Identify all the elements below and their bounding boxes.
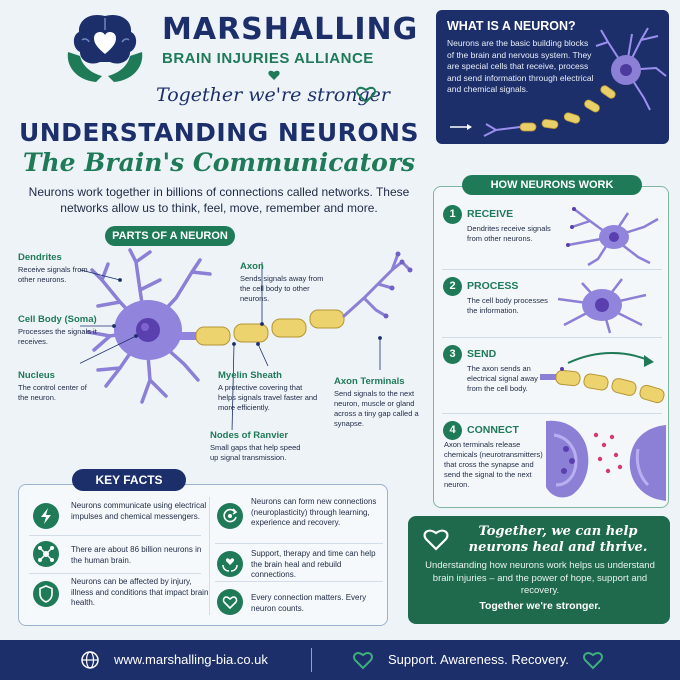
part-nodes-of-ranvier: Nodes of Ranvier Small gaps that help sp… bbox=[210, 430, 310, 463]
footer-bar: www.marshalling-bia.co.uk Support. Aware… bbox=[0, 640, 680, 680]
fact-2-text: There are about 86 billion neurons in th… bbox=[71, 545, 202, 565]
footer-divider bbox=[311, 648, 312, 672]
part-cell-body-desc: Processes the signals it receives. bbox=[18, 327, 97, 346]
neuron-illustration-icon bbox=[450, 27, 667, 137]
lightning-icon bbox=[33, 503, 59, 529]
step-1-title: RECEIVE bbox=[467, 208, 514, 220]
what-is-title: WHAT IS A NEURON? bbox=[447, 19, 576, 33]
intro-text: Neurons work together in billions of con… bbox=[28, 185, 410, 215]
fact-6-text: Every connection matters. Every neuron c… bbox=[251, 593, 367, 613]
key-facts-panel: Neurons communicate using electrical imp… bbox=[18, 484, 388, 626]
part-myelin-sheath: Myelin Sheath A protective covering that… bbox=[218, 370, 318, 413]
brand-tagline: Together we're stronger bbox=[156, 84, 391, 106]
step-2-number: 2 bbox=[443, 277, 462, 296]
part-cell-body: Cell Body (Soma) Processes the signals i… bbox=[18, 314, 98, 347]
fact-1-text: Neurons communicate using electrical imp… bbox=[71, 501, 207, 521]
step-3-desc: The axon sends an electrical signal away… bbox=[467, 364, 538, 393]
fact-5-text: Support, therapy and time can help the b… bbox=[251, 549, 376, 579]
part-nucleus-title: Nucleus bbox=[18, 370, 55, 381]
closing-card: Together, we can help neurons heal and t… bbox=[408, 516, 670, 624]
footer-heart-icon bbox=[583, 652, 603, 670]
part-terminals-title: Axon Terminals bbox=[334, 376, 405, 387]
part-nodes-title: Nodes of Ranvier bbox=[210, 430, 289, 441]
synapse-illustration-icon bbox=[546, 420, 666, 501]
part-axon-title: Axon bbox=[240, 261, 264, 272]
step-divider bbox=[442, 413, 662, 414]
shield-icon bbox=[33, 581, 59, 607]
page-subtitle: The Brain's Communicators bbox=[22, 148, 416, 177]
brain-hands-logo-icon bbox=[67, 14, 143, 82]
part-axon-desc: Sends signals away from the cell body to… bbox=[240, 274, 324, 303]
what-is-text: Neurons are the basic building blocks of… bbox=[447, 38, 594, 94]
part-nodes-desc: Small gaps that help speed up signal tra… bbox=[210, 443, 301, 462]
step-2-desc: The cell body processes the information. bbox=[467, 296, 548, 315]
heart-outline-icon bbox=[423, 529, 449, 551]
facts-section-title: KEY FACTS bbox=[72, 469, 186, 491]
globe-icon bbox=[81, 651, 99, 669]
part-nucleus: Nucleus The control center of the neuron… bbox=[18, 370, 92, 403]
step-3-title: SEND bbox=[467, 348, 497, 360]
receive-illustration-icon bbox=[566, 207, 659, 267]
fact-divider bbox=[29, 535, 201, 536]
step-divider bbox=[442, 337, 662, 338]
brand-subtitle: BRAIN INJURIES ALLIANCE bbox=[162, 50, 374, 67]
part-myelin-title: Myelin Sheath bbox=[218, 370, 282, 381]
fact-4-text: Neurons can form new connections (neurop… bbox=[251, 497, 377, 527]
tagline-heart-icon bbox=[356, 86, 376, 104]
refresh-icon bbox=[217, 503, 243, 529]
what-is-neuron-panel: WHAT IS A NEURON? Neurons are the basic … bbox=[436, 10, 669, 144]
website-link[interactable]: www.marshalling-bia.co.uk bbox=[114, 652, 268, 667]
part-terminals-desc: Send signals to the next neuron, muscle … bbox=[334, 389, 419, 428]
part-cell-body-title: Cell Body (Soma) bbox=[18, 314, 97, 325]
step-3-number: 3 bbox=[443, 345, 462, 364]
footer-tagline: Support. Awareness. Recovery. bbox=[388, 652, 569, 667]
brand-name: MARSHALLING bbox=[162, 12, 419, 47]
network-icon bbox=[33, 541, 59, 567]
step-4-desc: Axon terminals release chemicals (neurot… bbox=[444, 440, 543, 489]
logo-area: MARSHALLING BRAIN INJURIES ALLIANCE Toge… bbox=[10, 6, 420, 110]
part-dendrites: Dendrites Receive signals from other neu… bbox=[18, 252, 100, 285]
fact-divider bbox=[215, 581, 383, 582]
heart-hands-icon bbox=[217, 551, 243, 577]
step-1-number: 1 bbox=[443, 205, 462, 224]
part-dendrites-desc: Receive signals from other neurons. bbox=[18, 265, 88, 284]
part-axon-terminals: Axon Terminals Send signals to the next … bbox=[334, 376, 428, 429]
closing-title: Together, we can help neurons heal and t… bbox=[468, 524, 648, 555]
heart-icon bbox=[217, 589, 243, 615]
step-divider bbox=[442, 269, 662, 270]
part-myelin-desc: A protective covering that helps signals… bbox=[218, 383, 318, 412]
part-nucleus-desc: The control center of the neuron. bbox=[18, 383, 87, 402]
process-illustration-icon bbox=[557, 278, 647, 334]
facts-column-divider bbox=[209, 497, 210, 615]
page-title: UNDERSTANDING NEURONS bbox=[18, 118, 420, 147]
closing-footer: Together we're stronger. bbox=[479, 600, 601, 612]
step-1-desc: Dendrites receive signals from other neu… bbox=[467, 224, 551, 243]
neuron-diagram-icon bbox=[80, 248, 413, 430]
how-neurons-work-panel: 1 RECEIVE Dendrites receive signals from… bbox=[433, 186, 669, 508]
fact-divider bbox=[29, 573, 201, 574]
send-illustration-icon bbox=[540, 352, 665, 404]
part-axon: Axon Sends signals away from the cell bo… bbox=[240, 261, 326, 304]
closing-body: Understanding how neurons work helps us … bbox=[425, 560, 655, 596]
footer-heart-icon bbox=[353, 652, 373, 670]
how-section-title: HOW NEURONS WORK bbox=[462, 175, 642, 195]
step-4-title: CONNECT bbox=[467, 424, 519, 436]
parts-section-title: PARTS OF A NEURON bbox=[105, 226, 235, 246]
fact-divider bbox=[215, 543, 383, 544]
fact-3-text: Neurons can be affected by injury, illne… bbox=[71, 577, 209, 607]
part-dendrites-title: Dendrites bbox=[18, 252, 62, 263]
step-2-title: PROCESS bbox=[467, 280, 519, 292]
step-4-number: 4 bbox=[443, 421, 462, 440]
small-heart-icon bbox=[268, 70, 280, 80]
